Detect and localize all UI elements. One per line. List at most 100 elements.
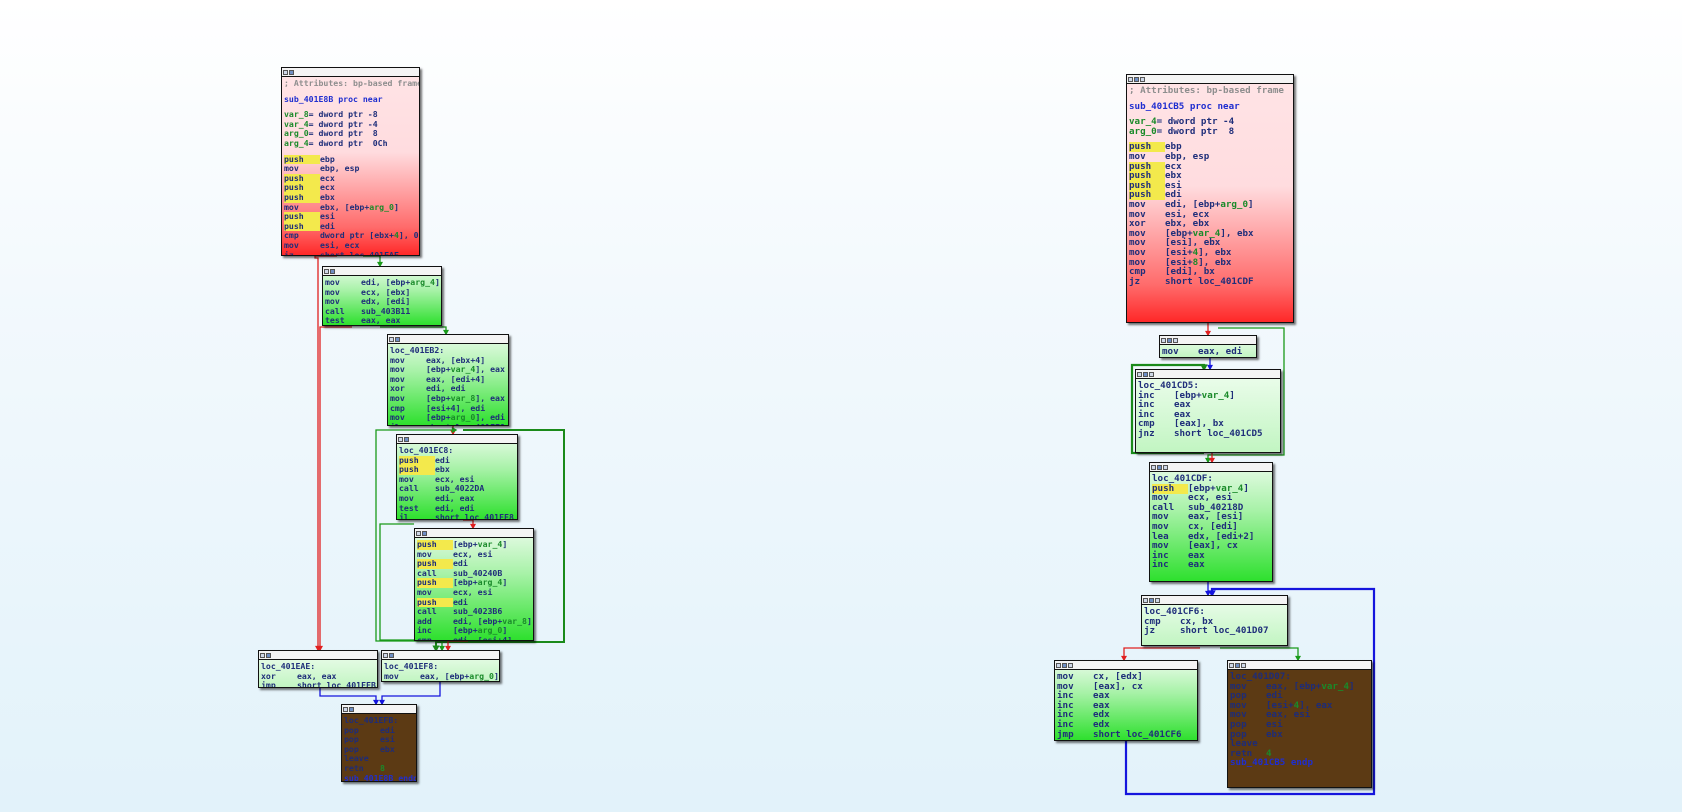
asm-line[interactable]: jleshort loc_401EF8: [390, 422, 508, 425]
asm-line[interactable]: cmp[edi], bx: [1129, 267, 1293, 277]
asm-line[interactable]: mov[ebp+var_8], eax: [390, 393, 508, 404]
asm-line[interactable]: sub_401E8B proc near: [284, 94, 419, 105]
asm-line[interactable]: push[ebp+var_4]: [417, 539, 533, 550]
asm-line[interactable]: loc_401EB2:: [390, 345, 508, 356]
asm-line[interactable]: mov[esi], ebx: [1129, 238, 1293, 248]
asm-line[interactable]: ; Attributes: bp-based frame: [1129, 86, 1293, 96]
asm-line[interactable]: push[ebp+arg_4]: [417, 578, 533, 588]
asm-line[interactable]: arg_4= dword ptr 0Ch: [284, 138, 419, 149]
asm-line[interactable]: arg_0= dword ptr 8: [284, 129, 419, 139]
asm-line[interactable]: var_8= dword ptr -8: [284, 109, 419, 120]
asm-line[interactable]: var_4= dword ptr -4: [1129, 117, 1293, 127]
asm-line[interactable]: leave: [1230, 739, 1371, 749]
asm-line[interactable]: mov[eax], cx: [1152, 541, 1272, 551]
asm-line[interactable]: loc_401CF6:: [1144, 607, 1287, 617]
asm-line[interactable]: sub_401E8B endp: [344, 773, 416, 781]
asm-line[interactable]: sub_401CB5 proc near: [1129, 101, 1293, 112]
asm-line[interactable]: leave: [344, 754, 416, 764]
asm-line[interactable]: mov[esi+4], eax: [1230, 700, 1371, 711]
asm-line[interactable]: mov[esi+4], ebx: [1129, 247, 1293, 258]
asm-line[interactable]: cmp[eax], bx: [1138, 419, 1280, 429]
asm-line[interactable]: mov[ebp+var_4], eax: [390, 364, 508, 375]
block-sub_401CB5-entry[interactable]: ; Attributes: bp-based frame sub_401CB5 p…: [1126, 74, 1294, 323]
asm-line[interactable]: mov[ebp+var_4], ebx: [1129, 228, 1293, 239]
asm-line[interactable]: loc_401CD5:: [1138, 381, 1280, 391]
graph-panel-sub_401CB5[interactable]: ; Attributes: bp-based frame sub_401CB5 p…: [760, 0, 1682, 812]
asm-line[interactable]: loc_401CDF:: [1152, 474, 1272, 484]
asm-line[interactable]: push[ebp+var_4]: [1152, 483, 1272, 494]
asm-line[interactable]: mov[esi+8], ebx: [1129, 257, 1293, 268]
asm-line[interactable]: mov[ebp+arg_0], edi: [390, 412, 508, 423]
asm-line[interactable]: loc_401D07:: [1230, 672, 1371, 682]
